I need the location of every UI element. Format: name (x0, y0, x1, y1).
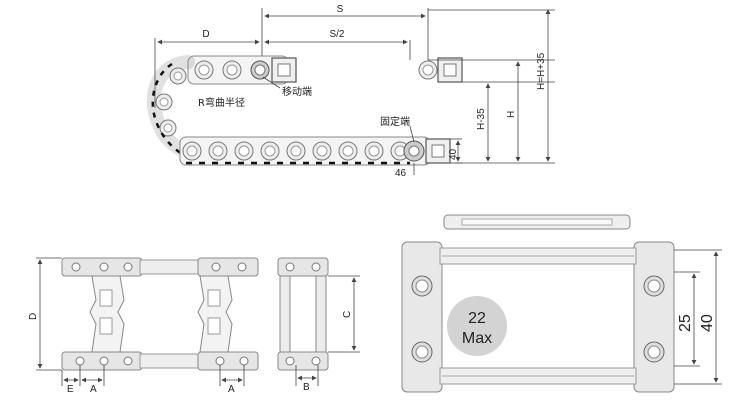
side-dim-a-left-label: A (90, 384, 97, 395)
end-view: C B (277, 257, 360, 393)
badge-value: 22 (468, 310, 486, 327)
side-dim-d-label: D (28, 313, 39, 320)
max-capacity-badge (447, 296, 507, 356)
chain-upper-row (187, 55, 297, 85)
dim-46-label: 46 (395, 168, 407, 179)
chain-lower-row (179, 136, 451, 166)
dim-s-label: S (337, 4, 344, 15)
badge-unit: Max (462, 330, 492, 347)
end-dim-b-label: B (303, 382, 310, 393)
fixed-end-label: 固定端 (380, 115, 410, 128)
chain-bend (146, 55, 197, 159)
end-dim-c-label: C (342, 311, 353, 318)
bend-radius-label: R弯曲半径 (198, 96, 245, 109)
top-dim-40-label: 40 (699, 314, 716, 332)
top-view: 22 Max 25 40 (401, 214, 722, 393)
dim-40-top-label: 40 (448, 148, 459, 160)
dim-h-plus-label: H=H+35 (536, 52, 547, 90)
side-dim-e-label: E (67, 384, 74, 395)
side-dim-a-right-label: A (228, 384, 235, 395)
moving-end-label: 移动端 (282, 85, 312, 98)
moving-end-detached (418, 57, 463, 83)
side-view: D E A A (28, 257, 259, 395)
dim-h-minus-label: H-35 (476, 108, 487, 130)
chain-bend-diagram: S S/2 D (146, 4, 555, 179)
top-dim-25-label: 25 (677, 314, 694, 332)
dim-h-label: H (506, 111, 517, 118)
dim-s-half-label: S/2 (329, 29, 344, 40)
dim-d-label: D (202, 29, 209, 40)
